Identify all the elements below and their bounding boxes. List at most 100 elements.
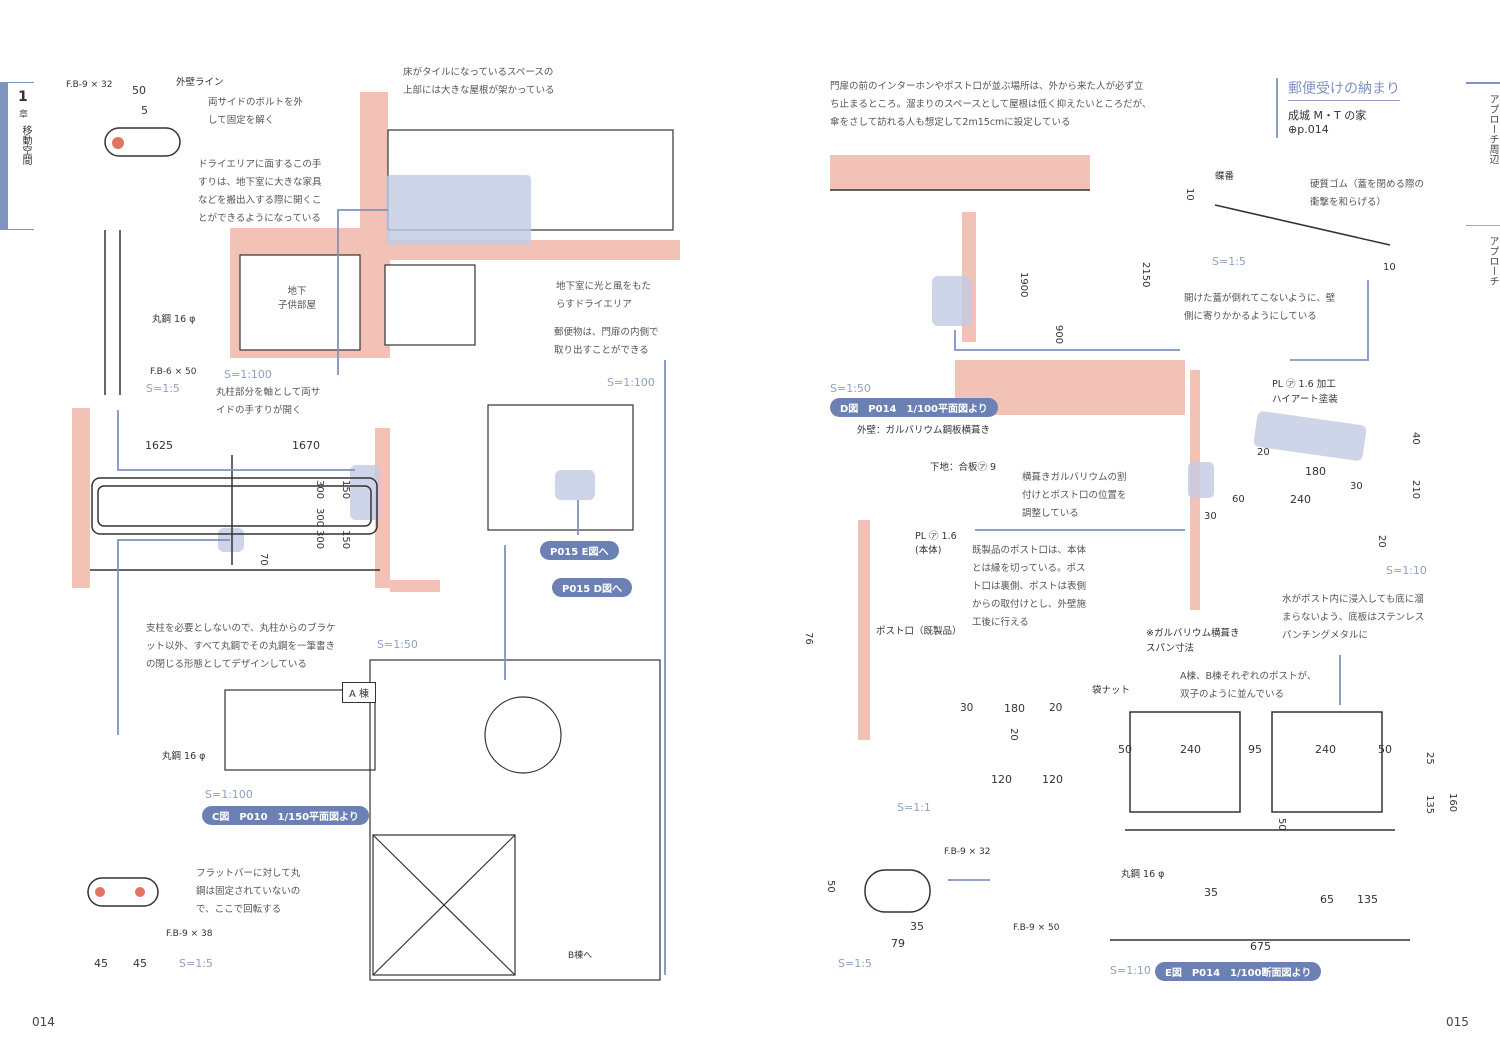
dim-50: 50 bbox=[1378, 743, 1392, 756]
dim-30: 30 bbox=[960, 702, 974, 714]
badge-d-plan[interactable]: D図 P014 1/100平面図より bbox=[830, 398, 998, 417]
plan-drawing bbox=[224, 404, 661, 981]
label-exterior-wall: 外壁：ガルバリウム鋼板横葺き bbox=[857, 425, 991, 436]
house-name: 成城 M・T の家 bbox=[1288, 109, 1367, 122]
dim-300: 300 bbox=[314, 480, 325, 500]
note-water: 水がポスト内に浸入しても底に溜まらないよう、底板はステンレスパンチングメタルに bbox=[1282, 594, 1425, 641]
dim-300: 300 bbox=[314, 508, 325, 528]
dim-135: 135 bbox=[1357, 893, 1378, 906]
dim-675: 675 bbox=[1250, 940, 1271, 953]
dim-35: 35 bbox=[1204, 886, 1218, 899]
dim-35: 35 bbox=[910, 920, 924, 933]
label-fb-9x50: F.B-9 × 50 bbox=[1013, 923, 1060, 933]
link-p015-e[interactable]: P015 E図へ bbox=[540, 541, 619, 560]
badge-e-section[interactable]: E図 P014 1/100断面図より bbox=[1155, 962, 1322, 981]
note-span: ※ガルバリウム横葺きスパン寸法 bbox=[1146, 628, 1240, 654]
scale-1-1: S=1:1 bbox=[897, 801, 931, 814]
scale-1-100-c: S=1:100 bbox=[205, 788, 253, 801]
label-exterior-line: 外壁ライン bbox=[176, 77, 224, 88]
dim-160: 160 bbox=[1447, 793, 1458, 813]
note-mail: 郵便物は、門扉の内側で取り出すことができる bbox=[554, 327, 659, 356]
note-twin: A棟、B棟それぞれのポストが、双子のように並んでいる bbox=[1180, 671, 1317, 700]
intro-text: 門扉の前のインターホンやポスト口が並ぶ場所は、外から来た人が必ず立ち止まるところ… bbox=[830, 81, 1152, 128]
dim-150: 150 bbox=[340, 530, 351, 550]
dim-120: 120 bbox=[1042, 773, 1063, 786]
dim-5: 5 bbox=[141, 104, 148, 117]
dim-65: 65 bbox=[1320, 893, 1334, 906]
dim-95: 95 bbox=[1248, 743, 1262, 756]
dim-240: 240 bbox=[1180, 743, 1201, 756]
note-ready-made: 既製品のポスト口は、本体とは縁を切っている。ポスト口は裏側、ポストは表側からの取… bbox=[972, 545, 1087, 628]
dim-76: 76 bbox=[803, 632, 814, 645]
tab-approach-surroundings[interactable]: アプローチ周辺 bbox=[1466, 82, 1500, 202]
note-adjust: 横葺きガルバリウムの割付けとポスト口の位置を調整している bbox=[1022, 472, 1127, 519]
dim-79: 79 bbox=[891, 937, 905, 950]
room-boxes bbox=[239, 129, 674, 351]
note-dry-area: 地下室に光と風をもたらすドライエリア bbox=[556, 281, 652, 310]
scale-1-5: S=1:5 bbox=[1212, 255, 1246, 268]
label-fb-9x38: F.B-9 × 38 bbox=[166, 929, 213, 939]
arrow-circle-icon: ⊕ bbox=[1288, 123, 1298, 136]
dim-150: 150 bbox=[340, 480, 351, 500]
dim-900: 900 bbox=[1053, 325, 1064, 345]
note-pl: PL ㋐ 1.6 加工ハイアート塗装 bbox=[1272, 379, 1338, 405]
scale-1-5: S=1:5 bbox=[146, 382, 180, 395]
dim-1625: 1625 bbox=[145, 439, 173, 452]
scale-1-10: S=1:10 bbox=[1386, 564, 1427, 577]
note-lid: 開けた蓋が倒れてこないように、壁側に寄りかかるようにしている bbox=[1184, 293, 1336, 322]
dim-300: 300 bbox=[314, 530, 325, 550]
dim-20: 20 bbox=[1008, 728, 1019, 741]
dim-180: 180 bbox=[1305, 465, 1326, 478]
dim-2150: 2150 bbox=[1140, 262, 1151, 288]
page-ref[interactable]: ⊕p.014 bbox=[1288, 123, 1329, 136]
tab-approach[interactable]: アプローチ bbox=[1466, 225, 1500, 305]
chapter-name: 移動空間 bbox=[20, 125, 31, 165]
chapter-tab[interactable]: 1 章 移動空間 bbox=[0, 82, 34, 230]
dim-180: 180 bbox=[1004, 702, 1025, 715]
scale-1-50: S=1:50 bbox=[830, 382, 871, 395]
dim-10: 10 bbox=[1383, 262, 1396, 273]
dim-70: 70 bbox=[258, 553, 269, 566]
dim-45: 45 bbox=[94, 957, 108, 970]
dim-1900: 1900 bbox=[1018, 272, 1029, 298]
dim-135: 135 bbox=[1424, 795, 1435, 815]
scale-1-100-b: S=1:100 bbox=[607, 376, 655, 389]
page-number-right: 015 bbox=[1446, 1015, 1469, 1029]
dim-1670: 1670 bbox=[292, 439, 320, 452]
dim-50: 50 bbox=[132, 84, 146, 97]
label-fb-9x32: F.B-9 × 32 bbox=[66, 80, 113, 90]
label-substrate: 下地：合板㋐ 9 bbox=[930, 462, 997, 473]
label-hinge: 蝶番 bbox=[1215, 171, 1235, 182]
note-design: 支柱を必要としないので、丸柱からのブラケット以外、すべて丸鋼でその丸鋼を一筆書き… bbox=[146, 623, 336, 670]
label-round-bar: 丸鋼 16 φ bbox=[1121, 869, 1165, 880]
scale-1-50: S=1:50 bbox=[377, 638, 418, 651]
dim-30: 30 bbox=[1350, 481, 1363, 492]
dim-25: 25 bbox=[1424, 752, 1435, 765]
section-title: 郵便受けの納まり 成城 M・T の家 ⊕p.014 bbox=[1276, 78, 1400, 138]
note-flat-bar: フラットバーに対して丸鋼は固定されていないので、ここで回転する bbox=[196, 868, 301, 915]
scale-1-100: S=1:100 bbox=[224, 368, 272, 381]
arrows bbox=[117, 209, 1369, 975]
label-to-b-building: B棟へ bbox=[568, 951, 593, 961]
circles-red bbox=[95, 137, 145, 897]
label-cap-nut: 袋ナット bbox=[1092, 685, 1131, 696]
label-pl-body: PL ㋐ 1.6(本体) bbox=[915, 531, 957, 556]
dim-240: 240 bbox=[1290, 493, 1311, 506]
label-a-building: A 棟 bbox=[342, 682, 377, 703]
note-bolt: 両サイドのボルトを外して固定を解く bbox=[208, 97, 304, 126]
dim-50: 50 bbox=[1276, 818, 1287, 831]
dim-20: 20 bbox=[1376, 535, 1387, 548]
label-post-slot: ポスト口（既製品） bbox=[876, 626, 962, 637]
link-p015-d[interactable]: P015 D図へ bbox=[552, 578, 632, 597]
dim-40: 40 bbox=[1410, 432, 1421, 445]
note-rubber: 硬質ゴム（蓋を閉める際の衝撃を和らげる） bbox=[1310, 179, 1425, 208]
dim-30: 30 bbox=[1204, 511, 1217, 522]
scale-1-5-b: S=1:5 bbox=[179, 957, 213, 970]
dim-120: 120 bbox=[991, 773, 1012, 786]
badge-c-plan[interactable]: C図 P010 1/150平面図より bbox=[202, 806, 369, 825]
note-roof: 床がタイルになっているスペースの上部には大きな屋根が架かっている bbox=[403, 67, 555, 96]
highlights bbox=[218, 175, 1367, 552]
dim-240: 240 bbox=[1315, 743, 1336, 756]
scale-1-5-b: S=1:5 bbox=[838, 957, 872, 970]
